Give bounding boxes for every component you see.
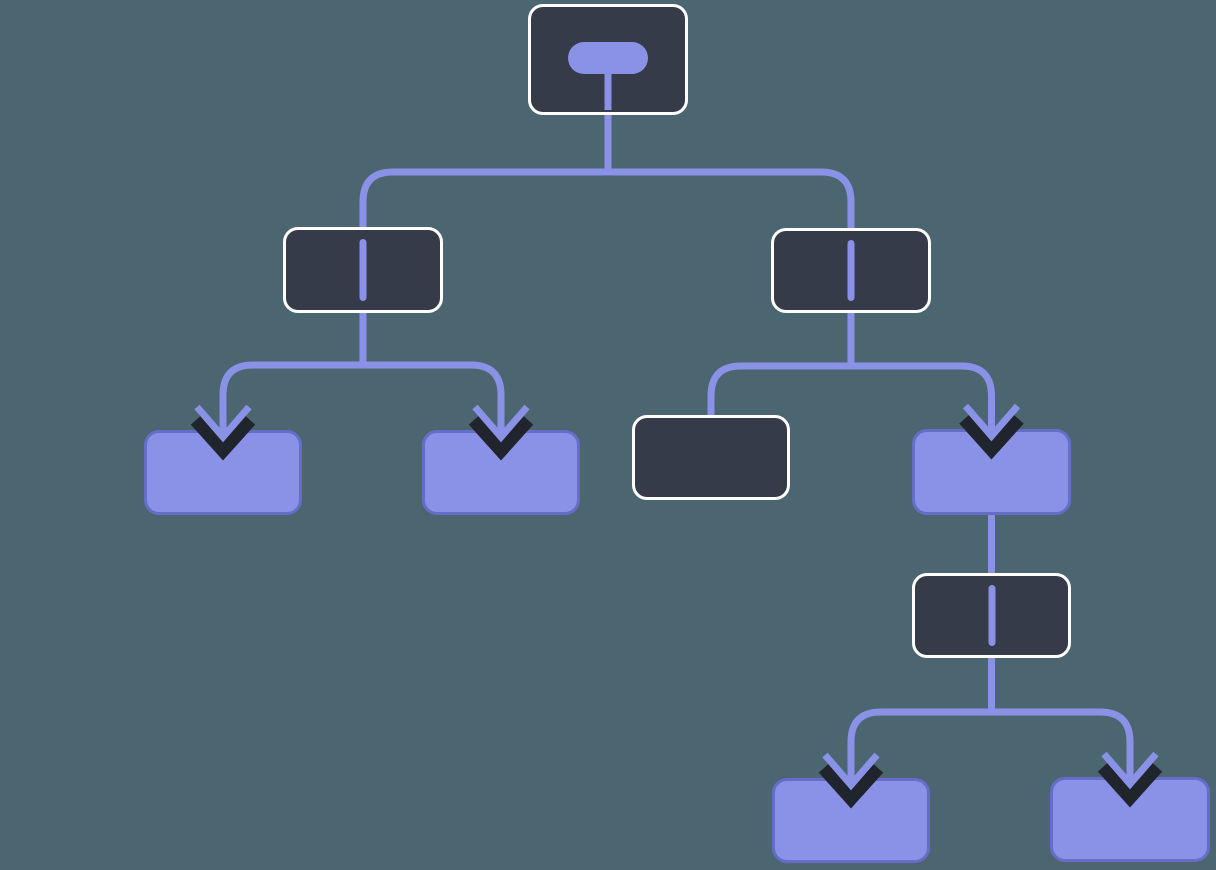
branch-node-right	[771, 228, 931, 313]
root-pill-icon	[568, 42, 648, 74]
branch-node-left	[283, 227, 443, 313]
leaf-node-right	[912, 429, 1071, 515]
branch-node-lower	[912, 573, 1071, 658]
leaf-node-bottom-left	[772, 778, 930, 863]
root-node	[528, 4, 688, 115]
plain-node-right	[632, 415, 790, 500]
connector-rail	[219, 361, 505, 437]
leaf-node-left-1	[144, 430, 302, 515]
leaf-node-bottom-right	[1050, 777, 1210, 862]
branch-line-icon	[359, 239, 367, 301]
connector-rail	[847, 708, 1134, 785]
root-stem-icon	[604, 69, 612, 110]
branch-line-icon	[847, 240, 855, 301]
leaf-node-left-2	[422, 430, 580, 515]
branch-line-icon	[988, 585, 995, 646]
connector-rail	[707, 362, 995, 436]
connector-rail	[359, 168, 855, 231]
